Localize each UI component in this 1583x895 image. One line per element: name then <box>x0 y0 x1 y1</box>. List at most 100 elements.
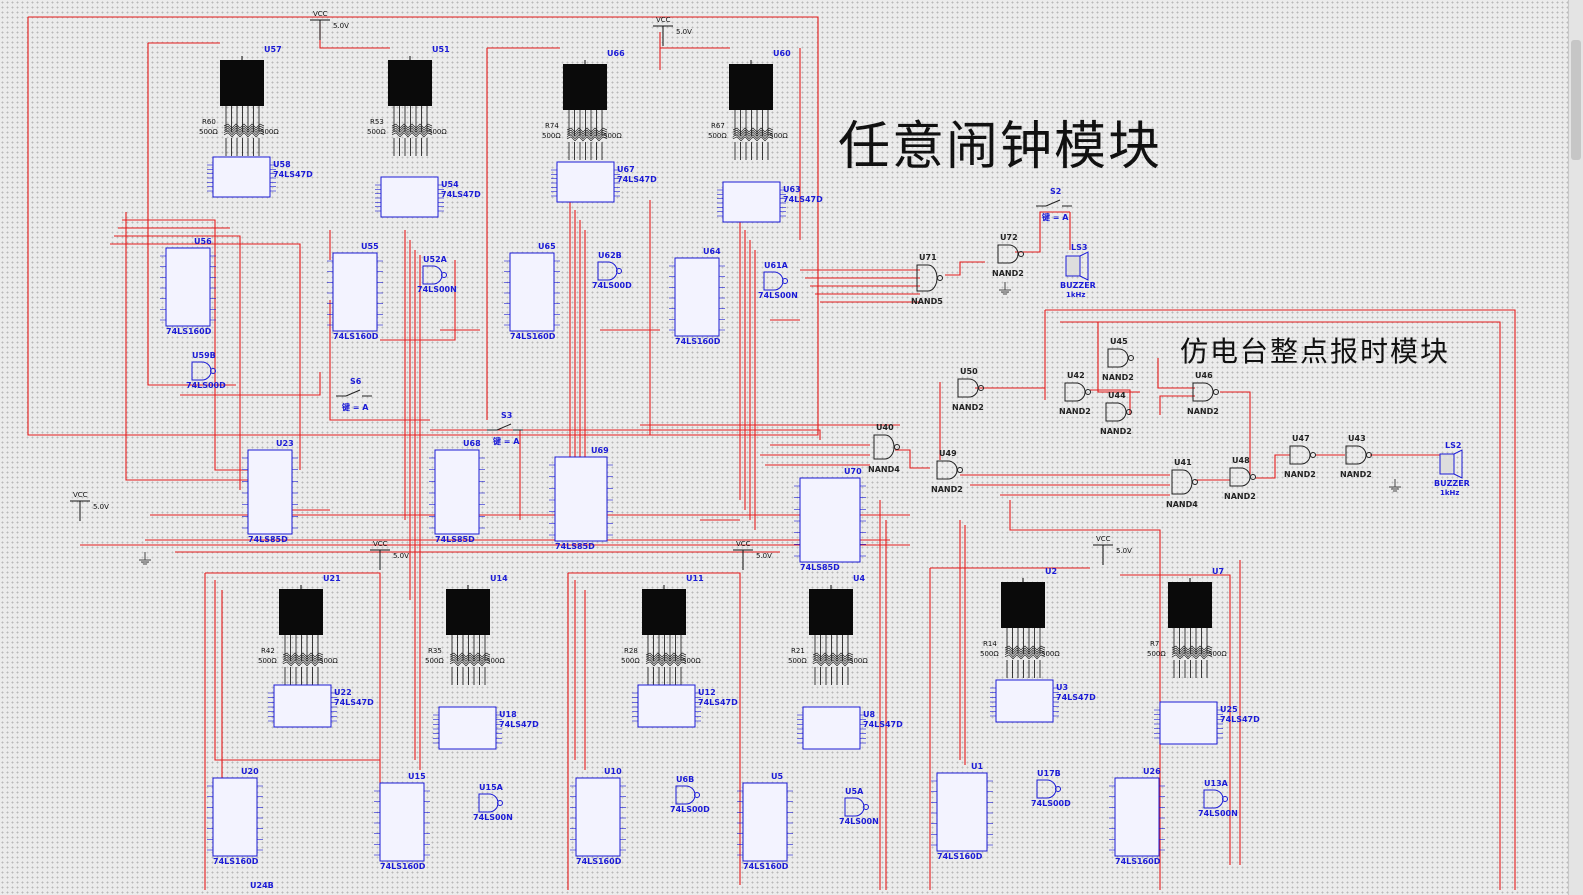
wire <box>114 235 241 490</box>
display-name: U14 <box>490 574 508 583</box>
wire <box>27 16 819 436</box>
resistor-value: 500Ω <box>603 132 622 140</box>
gate-name: U45 <box>1110 337 1128 346</box>
wire-layer <box>27 16 1516 890</box>
resistor-value: 500Ω <box>682 657 701 665</box>
wire <box>430 429 821 440</box>
wire <box>1090 389 1131 415</box>
gate-part: 74LS00D <box>186 381 226 390</box>
ic-chip: U10 74LS160D <box>570 767 626 866</box>
chip-name: U3 <box>1056 683 1068 692</box>
gate-part: 74LS00D <box>670 805 710 814</box>
voltage-label: 5.0V <box>93 503 109 511</box>
vertical-scrollbar[interactable] <box>1568 0 1583 895</box>
display-name: U7 <box>1212 567 1224 576</box>
chip-part: 74LS160D <box>576 857 622 866</box>
wire <box>214 580 380 761</box>
chip-name: U10 <box>604 767 622 776</box>
wire <box>1060 321 1501 890</box>
chip-part: 74LS160D <box>743 862 789 871</box>
resistor-name: R53 <box>370 118 384 126</box>
chip-name: U12 <box>698 688 716 697</box>
gate-name: U15A <box>479 783 504 792</box>
gate-part: NAND2 <box>1100 427 1132 436</box>
chip-name: U67 <box>617 165 635 174</box>
vcc-label: VCC <box>656 16 671 24</box>
chip-part: 74LS160D <box>380 862 426 871</box>
gate-part: 74LS00N <box>1198 809 1238 818</box>
alarm-module-title: 任意闹钟模块 <box>838 117 1163 177</box>
gate-name: U62B <box>598 251 622 260</box>
resistor-value: 500Ω <box>319 657 338 665</box>
chip-part: 74LS160D <box>510 332 556 341</box>
wire <box>122 219 250 471</box>
resistor-value: 500Ω <box>486 657 505 665</box>
gate-part: 74LS00D <box>1031 799 1071 808</box>
vcc-label: VCC <box>1096 535 1111 543</box>
chip-name: U55 <box>361 242 379 251</box>
gate-name: U49 <box>939 449 957 458</box>
gate-name: U5A <box>845 787 864 796</box>
chip-part: 74LS85D <box>248 535 288 544</box>
gate-name: U59B <box>192 351 216 360</box>
resistor-value: 500Ω <box>769 132 788 140</box>
switch-name: S6 <box>350 377 362 386</box>
chip-part: 74LS47D <box>441 190 481 199</box>
wire <box>1220 391 1251 475</box>
chip-name: U18 <box>499 710 517 719</box>
gate-name: U50 <box>960 367 978 376</box>
resistor-value: 500Ω <box>1208 650 1227 658</box>
scrollbar-thumb[interactable] <box>1571 40 1581 160</box>
resistor-name: R21 <box>791 647 805 655</box>
chip-name: U58 <box>273 160 291 169</box>
chip-part: 74LS160D <box>333 332 379 341</box>
chip-name: U70 <box>844 467 862 476</box>
resistor-name: R74 <box>545 122 559 130</box>
chip-name: U26 <box>1143 767 1161 776</box>
voltage-label: 5.0V <box>393 552 409 560</box>
chip-part: 74LS160D <box>675 337 721 346</box>
resistor-name: R14 <box>983 640 997 648</box>
gate-part: NAND4 <box>868 465 900 474</box>
wire <box>329 300 430 421</box>
wire <box>1120 574 1231 865</box>
ground-symbol <box>999 282 1011 295</box>
switch-name: S3 <box>501 411 512 420</box>
gate-name: U43 <box>1348 434 1366 443</box>
chip-name: U56 <box>194 237 212 246</box>
wire <box>1255 454 1290 479</box>
wire <box>1157 358 1195 389</box>
component-layer: VCC5.0VVCC5.0VVCC5.0VVCC5.0VVCC5.0VVCC5.… <box>70 10 1470 890</box>
display-name: U66 <box>607 49 625 58</box>
wire <box>945 261 985 276</box>
wire <box>205 572 381 800</box>
gate-name: U42 <box>1067 371 1085 380</box>
gate-name: U41 <box>1174 458 1192 467</box>
switch-name: S2 <box>1050 187 1061 196</box>
chip-part: 74LS47D <box>617 175 657 184</box>
chip-part: 74LS85D <box>435 535 475 544</box>
gate-part: 74LS00N <box>758 291 798 300</box>
resistor-name: R42 <box>261 647 275 655</box>
